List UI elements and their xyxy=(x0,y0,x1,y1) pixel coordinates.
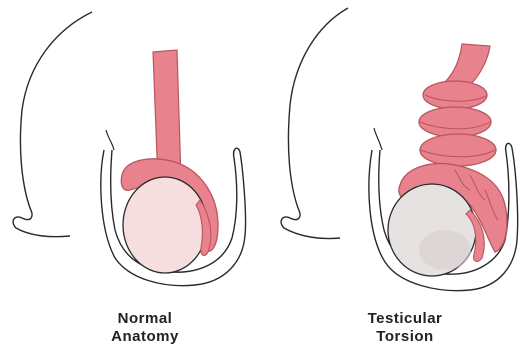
caption-line: Torsion xyxy=(335,328,475,346)
caption-line: Anatomy xyxy=(75,328,215,346)
left-fold xyxy=(106,130,114,150)
torsion-cord-top xyxy=(445,44,490,85)
left-thigh-outline xyxy=(13,12,92,237)
caption-line: Testicular xyxy=(335,310,475,328)
normal-anatomy-caption: Normal Anatomy xyxy=(75,310,215,346)
torsion-caption: Testicular Torsion xyxy=(335,310,475,346)
torsion-testis-shade xyxy=(419,230,471,270)
torsion-panel xyxy=(281,8,518,291)
caption-line: Normal xyxy=(75,310,215,328)
right-thigh-outline xyxy=(281,8,348,239)
torsion-coil-3 xyxy=(420,134,496,166)
right-fold xyxy=(374,128,382,150)
torsion-coil-2 xyxy=(419,107,491,137)
normal-anatomy-panel xyxy=(13,12,245,286)
torsion-coil-1 xyxy=(423,81,487,109)
normal-testis xyxy=(123,177,207,273)
